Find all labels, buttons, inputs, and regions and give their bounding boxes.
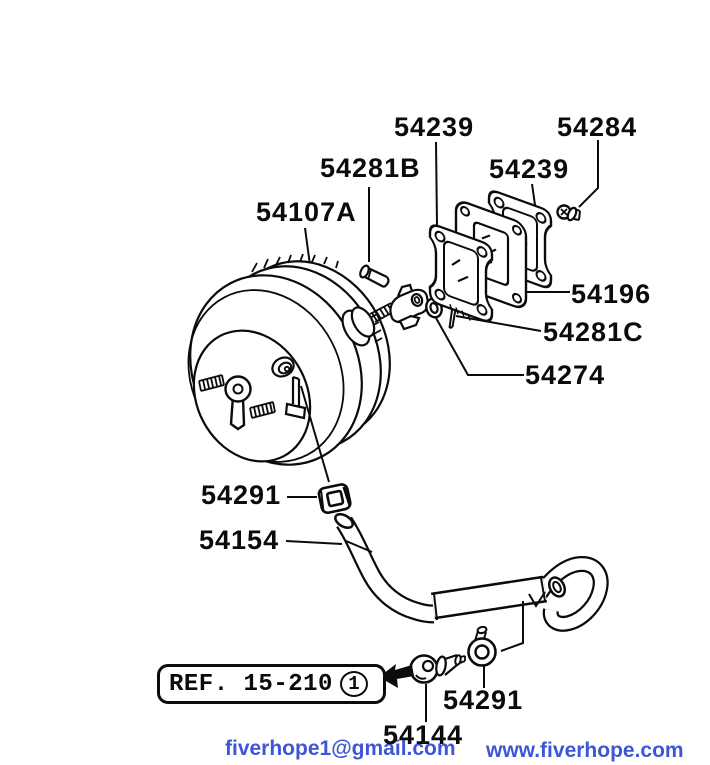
part-label-54107A: 54107A xyxy=(256,197,357,227)
part-label-54291-upper: 54291 xyxy=(201,480,282,510)
brake-booster xyxy=(187,253,391,483)
leader-lines xyxy=(285,140,599,722)
check-valve-54144 xyxy=(409,653,466,684)
hose-end-opening xyxy=(334,513,354,529)
booster-bracket xyxy=(224,375,252,431)
part-label-54239-top: 54239 xyxy=(394,112,475,142)
part-label-54196: 54196 xyxy=(571,279,652,309)
pushrod-clevis xyxy=(341,283,430,347)
hose-clamp-upper xyxy=(317,483,352,515)
part-label-54144: 54144 xyxy=(383,720,464,750)
footer-email: fiverhope1@gmail.com xyxy=(225,737,456,760)
reference-text: REF. 15-210 xyxy=(169,670,333,698)
port-leader-line xyxy=(300,385,330,483)
hose-leader-line xyxy=(500,601,524,652)
part-label-54281B: 54281B xyxy=(320,153,421,183)
ref-arrow-icon xyxy=(379,664,414,688)
clevis-fork xyxy=(389,283,430,331)
part-label-54281C: 54281C xyxy=(543,317,644,347)
part-label-54154: 54154 xyxy=(199,525,280,555)
bolt-54284 xyxy=(556,204,581,222)
footer-website: www.fiverhope.com xyxy=(486,739,684,762)
reference-box: REF. 15-210 1 xyxy=(157,664,386,704)
part-label-54239-mid: 54239 xyxy=(489,154,570,184)
reference-circled-number: 1 xyxy=(339,671,368,697)
vacuum-port xyxy=(271,356,307,420)
part-label-54274: 54274 xyxy=(525,360,606,390)
vacuum-hose-54154 xyxy=(334,513,609,652)
gasket-plate-front xyxy=(428,224,494,323)
booster-studs xyxy=(198,374,276,419)
part-label-54284: 54284 xyxy=(557,112,638,142)
stud-54281B xyxy=(359,264,390,288)
hose-clamp-lower xyxy=(467,625,497,667)
part-label-54291-lower: 54291 xyxy=(443,685,524,715)
